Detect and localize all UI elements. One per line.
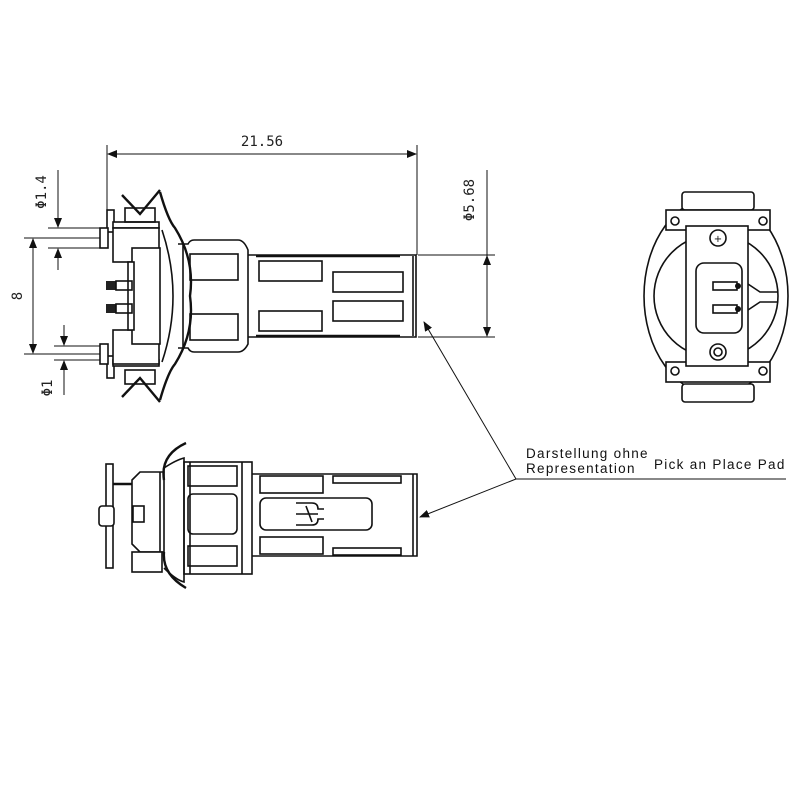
annotation: Darstellung ohne Representation Pick an … — [526, 446, 786, 476]
dimension-body-diameter-label: Φ5.68 — [462, 179, 478, 221]
dimension-length: 21.56 — [106, 134, 418, 255]
side-view — [99, 189, 417, 403]
dimension-pin-pitch-label: 8 — [10, 292, 26, 300]
dimension-hole-top-label: Φ1.4 — [34, 175, 50, 209]
end-view: + — [643, 191, 789, 403]
svg-text:+: + — [714, 234, 722, 245]
dimension-length-label: 21.56 — [241, 134, 283, 150]
dimension-hole-bottom: Φ1 — [40, 325, 104, 396]
annotation-line-de: Darstellung ohne — [526, 446, 649, 461]
leader-lines — [419, 321, 786, 518]
dimension-pin-pitch: 8 — [10, 237, 102, 355]
annotation-line-en: Representation — [526, 461, 636, 476]
annotation-label: Pick an Place Pad — [654, 457, 786, 472]
dimension-hole-bottom-label: Φ1 — [40, 380, 56, 397]
dimension-hole-top: Φ1.4 — [34, 170, 104, 270]
top-view — [98, 441, 418, 590]
dimension-body-diameter: Φ5.68 — [418, 170, 495, 338]
